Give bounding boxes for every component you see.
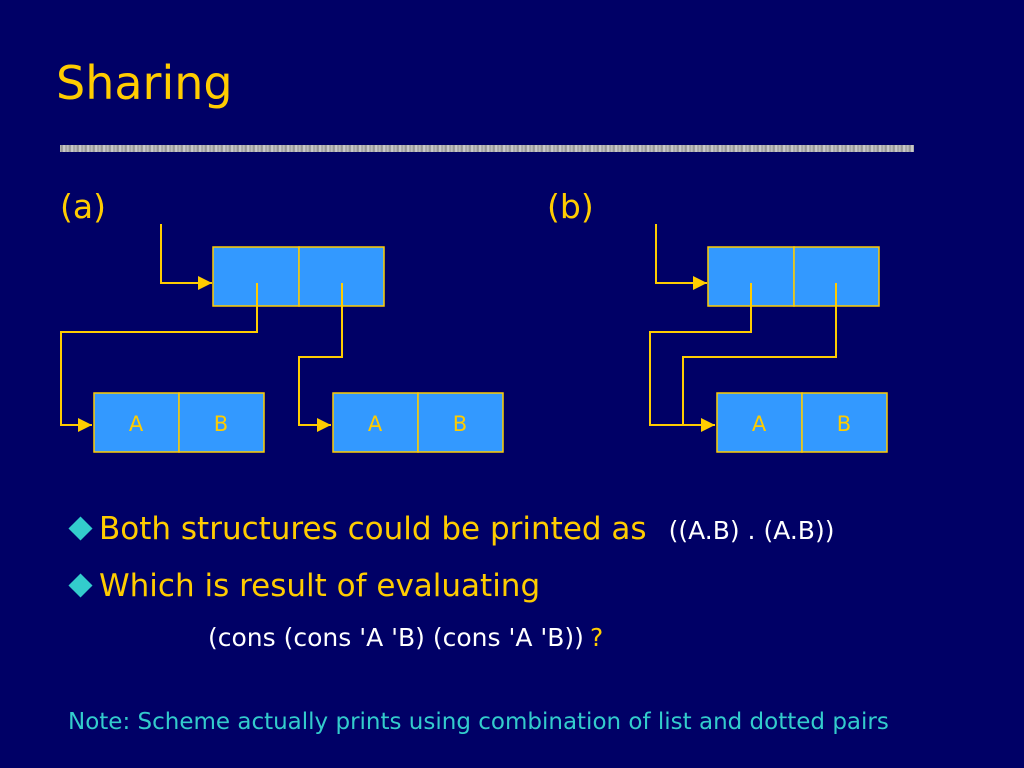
cell-text-A: A bbox=[368, 412, 383, 436]
pair-right-a-car bbox=[332, 392, 419, 453]
dotted-pair-notation: ((A.B) . (A.B)) bbox=[668, 516, 835, 545]
pair-left-a-car bbox=[93, 392, 180, 453]
diagram-b: A B bbox=[649, 224, 888, 453]
cell-text-A: A bbox=[752, 412, 767, 436]
bullet-evaluating: Which is result of evaluating bbox=[66, 571, 540, 602]
cdr-pointer-a bbox=[298, 283, 343, 432]
label-b: (b) bbox=[547, 187, 594, 226]
diamond-bullet-icon bbox=[68, 515, 93, 541]
label-a: (a) bbox=[60, 187, 106, 226]
expression-text: (cons (cons 'A 'B) (cons 'A 'B)) bbox=[208, 623, 584, 652]
pair-shared-b-cdr bbox=[801, 392, 888, 453]
cell-text-B: B bbox=[453, 412, 467, 436]
question-mark: ? bbox=[589, 623, 604, 652]
slide-title: Sharing bbox=[56, 56, 233, 110]
cell-text-B: B bbox=[214, 412, 228, 436]
cdr-pointer-b bbox=[682, 283, 837, 425]
bullet-printed-as: Both structures could be printed as ((A.B… bbox=[66, 514, 834, 545]
cell-text-A: A bbox=[129, 412, 144, 436]
root-pointer-b bbox=[655, 224, 707, 290]
bullet-text: Which is result of evaluating bbox=[99, 568, 541, 604]
pair-left-a-cdr bbox=[178, 392, 265, 453]
cons-expression: (cons (cons 'A 'B) (cons 'A 'B))? bbox=[208, 625, 603, 650]
car-pointer-a bbox=[60, 283, 258, 432]
diagram-a: A B A B bbox=[60, 224, 504, 453]
diamond-bullet-icon bbox=[68, 572, 93, 598]
pair-right-a-cdr bbox=[417, 392, 504, 453]
car-pointer-b bbox=[649, 283, 752, 432]
root-pointer-a bbox=[160, 224, 212, 290]
cell-text-B: B bbox=[837, 412, 851, 436]
title-divider bbox=[60, 145, 914, 152]
bullet-text: Both structures could be printed as bbox=[99, 511, 647, 547]
pair-shared-b-car bbox=[716, 392, 803, 453]
footnote: Note: Scheme actually prints using combi… bbox=[68, 709, 889, 735]
